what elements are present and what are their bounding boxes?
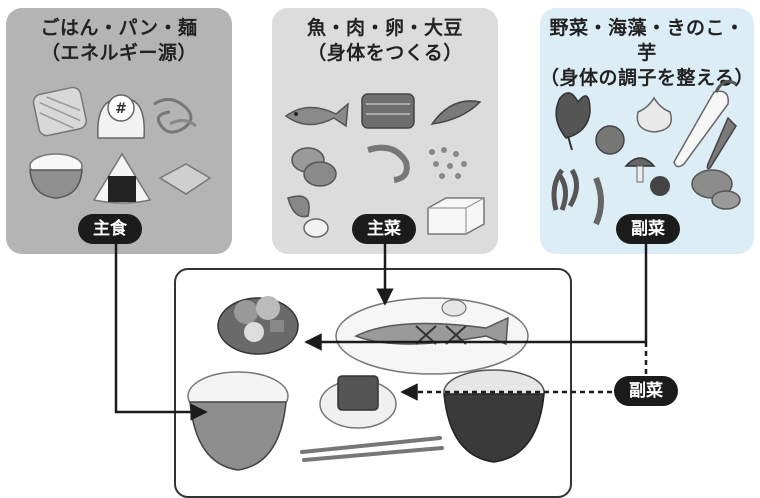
staple-food-title: ごはん・パン・麺 （エネルギー源）	[6, 16, 232, 66]
grilled-fish-plate-icon	[335, 297, 529, 375]
pancake-icon	[158, 163, 212, 195]
seaweed-strip-icon	[593, 176, 604, 226]
main-dish-title-line1: 魚・肉・卵・大豆	[306, 17, 463, 39]
rice-bowl-icon	[187, 371, 289, 471]
simmered-vegetables-icon	[217, 296, 299, 355]
tofu-icon	[427, 197, 485, 235]
eggs-icon	[287, 195, 329, 238]
main-dish-title: 魚・肉・卵・大豆 （身体をつくる）	[272, 16, 498, 66]
bread-slice-icon	[32, 86, 87, 137]
main-dish-illustrations	[284, 93, 485, 238]
meat-icon	[361, 93, 415, 129]
side-dish-panel: 野菜・海藻・きのこ・芋 （身体の調子を整える）	[540, 8, 754, 254]
onion-icon	[636, 96, 672, 133]
seaweed-icon	[551, 168, 579, 211]
main-dish-label: 主菜	[352, 214, 416, 244]
shrimp-icon	[367, 144, 410, 183]
side-dish-title: 野菜・海藻・きのこ・芋 （身体の調子を整える）	[540, 16, 754, 91]
staple-food-panel: ごはん・パン・麺 （エネルギー源） # 主食	[6, 8, 232, 254]
carrot-icon	[706, 116, 737, 170]
chopsticks-icon	[300, 436, 444, 462]
tomato-icon	[595, 125, 625, 155]
staple-food-title-line1: ごはん・パン・麺	[40, 17, 198, 39]
rice-ball-icon	[92, 152, 152, 204]
chicken-icon	[291, 147, 337, 187]
meal-side-dish-label: 副菜	[614, 376, 678, 406]
noodles-icon	[153, 98, 197, 134]
connector-arrows	[114, 242, 648, 421]
mushroom-icon	[624, 157, 670, 196]
staple-food-label: 主食	[78, 214, 142, 244]
tofu-dish-icon	[319, 375, 397, 429]
main-dish-title-line2: （身体をつくる）	[307, 42, 463, 64]
fish-icon	[284, 102, 349, 128]
soybean-pods-icon	[430, 100, 482, 125]
staple-food-illustrations: #	[29, 86, 212, 204]
main-dish-panel: 魚・肉・卵・大豆 （身体をつくる）	[272, 8, 498, 254]
spinach-icon	[555, 92, 591, 151]
rice-bowl-icon	[29, 153, 83, 199]
side-dish-illustrations	[551, 79, 741, 226]
staple-food-title-line2: （エネルギー源）	[40, 42, 197, 64]
svg-text:#: #	[115, 101, 127, 117]
meal-set-illustrations	[187, 296, 545, 471]
staple-to-rice-arrow	[114, 242, 208, 421]
meal-set-frame	[174, 268, 572, 498]
beans-icon	[429, 147, 467, 179]
side-dish-label: 副菜	[616, 214, 680, 244]
side-to-simmered-arrow	[304, 242, 648, 351]
daikon-icon	[673, 79, 737, 168]
side-dish-title-line1: 野菜・海藻・きのこ・芋	[549, 17, 745, 64]
flour-bag-icon: #	[97, 94, 145, 139]
potato-icon	[691, 169, 741, 210]
side-dish-title-line2: （身体の調子を整える）	[540, 67, 754, 89]
